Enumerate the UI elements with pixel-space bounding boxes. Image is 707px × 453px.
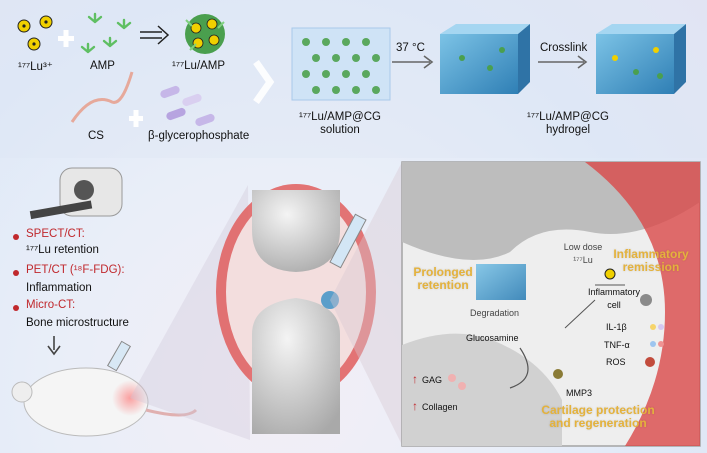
lu-amp-complex-icon [185,14,225,54]
plus-icon [58,30,143,127]
solution-label: ¹⁷⁷Lu/AMP@CG solution [286,111,394,137]
prolonged-retention-label: Prolonged retention [408,266,478,292]
bullet [13,305,19,311]
degradation-label: Degradation [470,308,520,318]
hydrogel-cube-icon [596,24,686,94]
arrow-icon [140,25,170,45]
up-arrow-icon: ↑ [412,372,418,386]
hydrogel-label-line1: ¹⁷⁷Lu/AMP@CG [527,111,609,123]
solution-panel [291,27,391,101]
pet-desc: Inflammation [26,282,92,294]
up-arrow-icon: ↑ [412,399,418,413]
hydrogel-label: ¹⁷⁷Lu/AMP@CG hydrogel [514,111,622,137]
low-dose-line2: ¹⁷⁷Lu [573,255,593,265]
prolonged-line1: Prolonged [413,265,473,279]
micro-ct-title: Micro-CT: [26,299,76,311]
knee-joint [216,184,376,434]
cartilage-line1: Cartilage protection [541,403,655,417]
collagen-label: Collagen [422,402,458,412]
bgp-label: β-glycerophosphate [148,130,250,142]
amp-label: AMP [90,60,115,72]
solution-label-line1: ¹⁷⁷Lu/AMP@CG [299,111,381,123]
zoom-panel [401,161,701,447]
inflammatory-cell-label: Inflammatory cell [584,286,644,312]
gag-label: GAG [422,375,443,385]
spect-desc: ¹⁷⁷Lu retention [26,244,99,256]
mmp3-label: MMP3 [566,388,593,398]
prolonged-line2: retention [417,278,469,292]
low-dose-label: Low dose ¹⁷⁷Lu [560,241,606,267]
il1b-label: IL-1β [606,322,627,332]
bullet [13,270,19,276]
inflam-remission-line2: remission [622,260,680,274]
inflam-cell-line1: Inflammatory [587,287,640,297]
arrow-down-icon [47,336,61,356]
glucosamine-label: Glucosamine [466,333,519,343]
bullet [13,234,19,240]
micro-ct-desc: Bone microstructure [26,317,129,329]
inflam-cell-line2: cell [607,300,621,310]
cartilage-line2: and regeneration [549,416,647,430]
tnfa-label: TNF-α [604,340,630,350]
chevron-right-icon [253,59,275,105]
zoom-wedge [330,162,402,445]
inflammatory-remission-label: Inflammatory remission [608,248,694,274]
arrow-icon [392,55,434,69]
radiation-icon [17,15,53,51]
lu-ion-label: ¹⁷⁷Lu³⁺ [18,61,53,73]
gel-cube-icon [440,24,530,94]
cs-label: CS [88,130,104,142]
mouse-icon [11,367,198,437]
pet-title: PET/CT (¹⁸F-FDG): [26,264,125,276]
hydrogel-label-line2: hydrogel [545,124,591,136]
crosslink-label: Crosslink [540,42,588,54]
scanner-icon [29,167,123,220]
inflam-remission-line1: Inflammatory [613,247,689,261]
capsule-icon [160,85,215,127]
cs-fiber-icon [70,71,134,123]
cartilage-label: Cartilage protection and regeneration [532,404,664,430]
amp-peptide-icon [80,12,132,54]
lu-amp-label: ¹⁷⁷Lu/AMP [172,60,226,72]
syringe-icon [106,340,132,372]
solution-label-line2: solution [320,124,360,136]
spect-title: SPECT/CT: [26,228,85,240]
temperature-label: 37 °C [396,42,425,54]
ros-label: ROS [606,357,626,367]
zoom-wedge [130,185,250,440]
low-dose-line1: Low dose [563,242,603,252]
injection-syringe-icon [321,213,367,309]
arrow-icon [538,55,588,69]
